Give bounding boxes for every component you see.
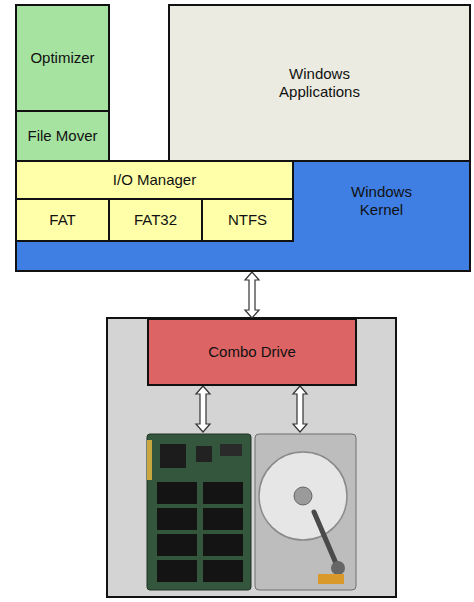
node-label: NTFS [228,211,267,229]
filesystem-box: FAT [15,198,110,242]
drive-box: Combo Drive [147,318,357,386]
ssd-connector [147,440,152,480]
ssd-chip [196,446,212,462]
label-area: NTFS [203,200,292,240]
manager-box: I/O ManagerFAT FAT32 NTFS [15,160,294,242]
node-label: FAT32 [134,211,177,229]
hdd-picture [255,434,356,590]
ssd-chip [203,482,243,504]
node-label: Optimizer [30,49,94,67]
double-arrow [196,386,210,432]
ssd-picture [147,434,251,590]
drive-housing [107,318,396,597]
filesystem-box: FAT32 [108,198,203,242]
node-label: Windows Applications [279,65,360,101]
kernel-band: Windows Kernel I/O ManagerFAT FAT32 NTFS [15,160,471,272]
label-area: Combo Drive [149,320,355,384]
ssd-chip [203,560,243,582]
node-label: I/O Manager [113,171,196,189]
hdd-spindle [294,487,312,505]
hdd-pivot [331,561,345,575]
node-label: Combo Drive [208,343,296,361]
label-area: FAT [17,200,108,240]
label-area: I/O Manager [17,162,292,198]
process-box: Optimizer [15,4,110,112]
label-area: Windows Applications [170,6,469,160]
ssd-board [147,434,251,590]
ssd-chip [220,444,242,456]
node-label: FAT [49,211,75,229]
hdd-arm [314,512,338,568]
ssd-chip [157,560,197,582]
ssd-chip [157,534,197,556]
label-area: Optimizer [17,6,108,110]
process-box: File Mover [15,110,110,162]
filesystem-box: NTFS [201,198,294,242]
hdd-case [255,434,356,590]
process-box: Windows Applications [168,4,471,162]
ssd-chip [203,508,243,530]
ssd-chip [157,482,197,504]
double-arrow [293,386,307,432]
ssd-chip [203,534,243,556]
hdd-board [318,574,344,584]
label-area: FAT32 [110,200,201,240]
double-arrow [245,272,259,318]
node-label: Windows Kernel [351,183,412,219]
label-area: File Mover [17,112,108,160]
node-label: File Mover [27,127,97,145]
ssd-chip [157,508,197,530]
hdd-platter [259,452,347,540]
ssd-chip [160,444,186,468]
label-area: Windows Kernel [294,162,469,240]
